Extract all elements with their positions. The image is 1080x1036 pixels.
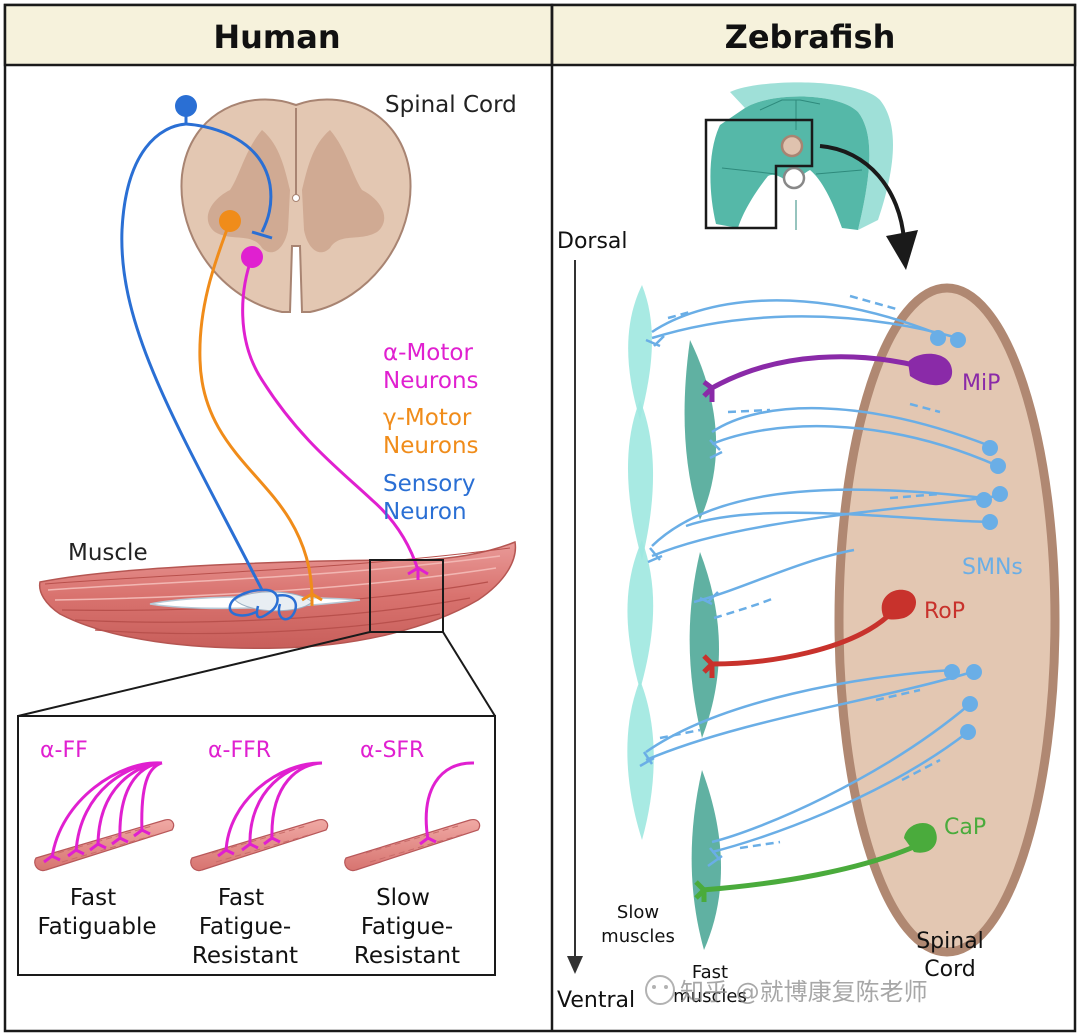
ventral-label: Ventral (557, 988, 635, 1013)
ff-caption-1: Fast (70, 885, 116, 911)
zebrafish-cross-section (710, 82, 893, 230)
watermark: 知乎 @就博康复陈老师 (645, 975, 928, 1006)
rop-neuron (702, 589, 916, 678)
dv-axis-arrowhead (567, 956, 583, 974)
gamma-motor-neuron (198, 210, 323, 606)
human-spinal-cord (180, 98, 412, 313)
sfr-motor-unit (344, 761, 481, 872)
gamma-legend-2: Neurons (383, 433, 479, 459)
sfr-caption-3: Resistant (354, 943, 460, 969)
ff-label: α-FF (40, 738, 88, 763)
ff-caption-2: Fatiguable (37, 914, 156, 940)
mip-label: MiP (962, 371, 1000, 396)
watermark-text: 知乎 @就博康复陈老师 (680, 978, 928, 1006)
sensory-legend-1: Sensory (383, 471, 475, 497)
smn-somata (930, 330, 1008, 740)
smns-label: SMNs (962, 555, 1023, 580)
cap-neuron (694, 823, 937, 902)
spinal-cord-label: Spinal Cord (385, 92, 517, 118)
zoom-arrow (819, 144, 906, 241)
zoom-arrow-head (886, 230, 918, 270)
slow-muscles-label-1: Slow (617, 902, 659, 923)
fast-muscles-label-1: Fast (692, 962, 728, 983)
ffr-caption-2: Fatigue- (199, 914, 291, 940)
mip-neuron (702, 353, 953, 402)
zoom-box (369, 559, 444, 633)
sensory-neuron (120, 95, 297, 621)
ffr-caption-1: Fast (218, 885, 264, 911)
alpha-motor-neuron (241, 246, 429, 580)
zoom-connector-right (442, 631, 496, 717)
human-header: Human (213, 18, 340, 56)
smn-axons (639, 294, 999, 868)
ff-motor-unit (34, 761, 175, 872)
spinal-cord-label-2: Cord (924, 957, 975, 982)
spinal-cord-label-1: Spinal (916, 929, 984, 954)
zebrafish-header-bg (550, 3, 1077, 67)
cap-label: CaP (944, 815, 986, 840)
zebrafish-header: Zebrafish (725, 18, 896, 56)
fast-muscles-label-2: muscles (673, 986, 747, 1007)
slow-muscles (627, 285, 654, 840)
muscle-label: Muscle (68, 540, 148, 566)
sensory-legend-2: Neuron (383, 499, 467, 525)
human-header-bg (3, 3, 554, 67)
rop-label: RoP (924, 599, 965, 624)
gamma-legend-1: γ-Motor (383, 405, 472, 431)
slow-muscles-label-2: muscles (601, 926, 675, 947)
alpha-legend-2: Neurons (383, 368, 479, 394)
ffr-label: α-FFR (208, 738, 271, 763)
sfr-label: α-SFR (360, 738, 424, 763)
zoom-connector-left (17, 631, 371, 717)
sfr-caption-2: Fatigue- (361, 914, 453, 940)
alpha-legend-1: α-Motor (383, 340, 473, 366)
sfr-caption-1: Slow (376, 885, 430, 911)
zoom-region-box (704, 118, 814, 230)
ffr-caption-3: Resistant (192, 943, 298, 969)
zebrafish-spinal-cord (834, 283, 1060, 957)
ffr-motor-unit (190, 761, 329, 872)
dorsal-label: Dorsal (557, 229, 628, 254)
